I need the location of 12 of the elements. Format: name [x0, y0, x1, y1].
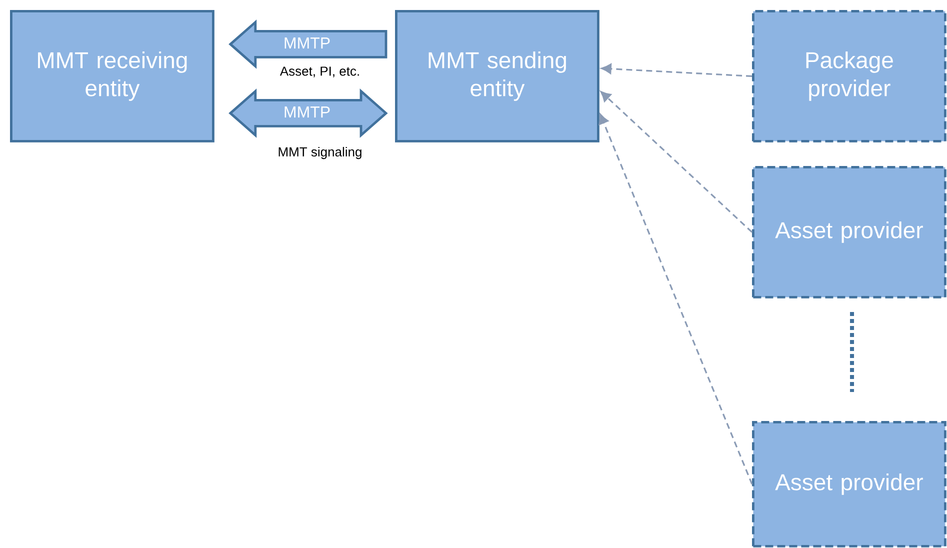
caption-text: Asset, PI, etc.: [280, 66, 359, 78]
connector: [601, 64, 752, 77]
entity-box: Asset provider: [752, 421, 946, 548]
entity-box: MMT sending entity: [395, 10, 600, 142]
entity-box: MMT receiving entity: [10, 10, 214, 142]
entity-box: Package provider: [752, 10, 946, 142]
edge-label: MMTP: [282, 106, 332, 118]
connector: [600, 91, 753, 233]
connector: [598, 114, 753, 485]
caption-text: MMT signaling: [278, 146, 362, 160]
entity-box: Asset provider: [752, 166, 946, 298]
edge-label: MMTP: [282, 36, 332, 50]
